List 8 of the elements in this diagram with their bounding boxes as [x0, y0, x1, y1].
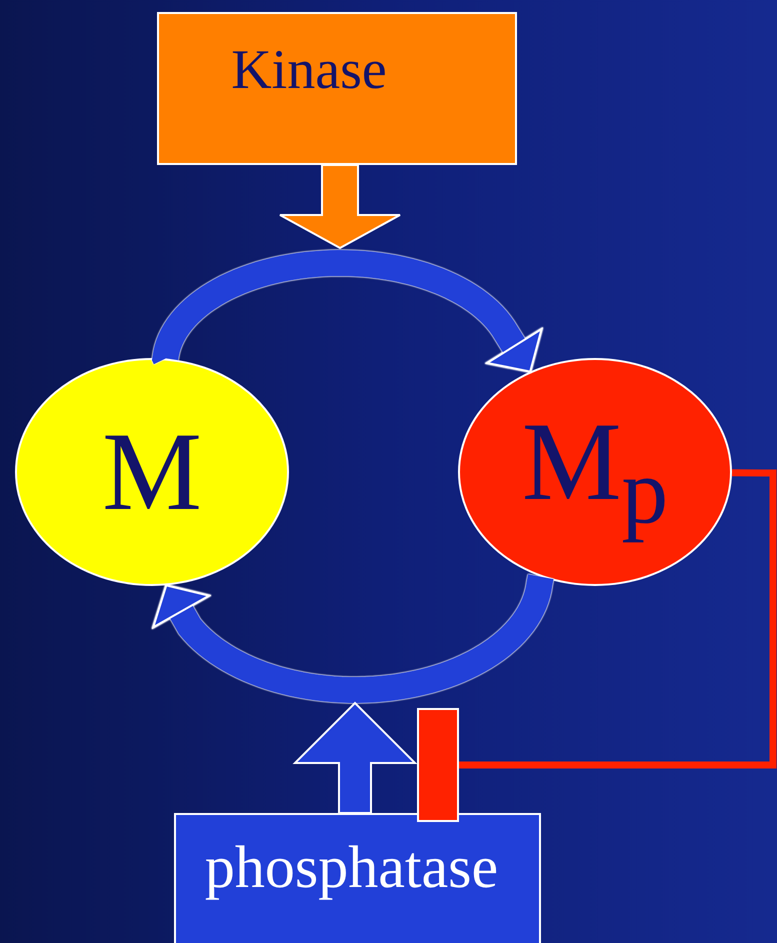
block-arrow	[292, 702, 418, 814]
process-box	[174, 813, 541, 943]
inhibition-line	[417, 469, 776, 822]
process-box	[157, 12, 517, 165]
node-label: M	[102, 416, 202, 528]
node-label: Kinase	[231, 42, 387, 98]
curved-arrow	[152, 250, 543, 373]
block-arrow	[279, 164, 401, 250]
